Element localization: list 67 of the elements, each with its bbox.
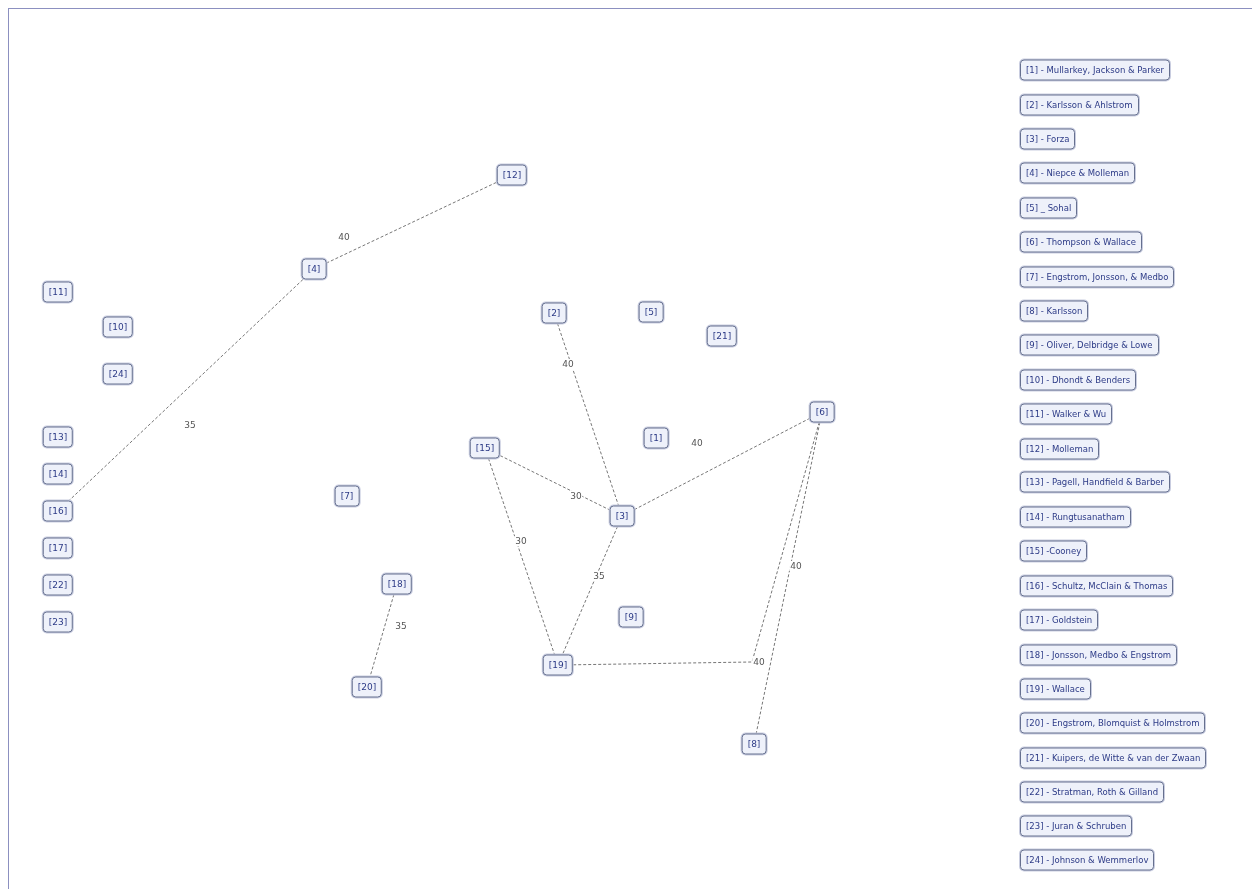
node-box: [23] (42, 611, 74, 633)
node-box: [12] (496, 164, 528, 186)
connector-line (562, 526, 618, 655)
node-box: [1] - Mullarkey, Jackson & Parker (1020, 59, 1171, 81)
node-box: [12] - Molleman (1020, 438, 1100, 460)
node-box: [4] - Niepce & Molleman (1020, 162, 1136, 184)
node-box: [14] - Rungtusanatham (1020, 506, 1131, 528)
node-box: [6] (809, 401, 835, 423)
edge-label: 40 (752, 657, 766, 667)
edge-label: 30 (569, 491, 583, 501)
node-box: [14] (42, 463, 74, 485)
connector-line (755, 422, 821, 734)
connector-line (499, 455, 611, 511)
node-box: [24] (102, 363, 134, 385)
node-box: [5] _ Sohal (1020, 197, 1078, 219)
node-box: [15] (469, 437, 501, 459)
node-box: [22] (42, 574, 74, 596)
node-box: [11] (42, 281, 74, 303)
node-box: [20] (351, 676, 383, 698)
node-box: [3] (609, 505, 635, 527)
connector-line (68, 279, 304, 501)
node-box: [10] (102, 316, 134, 338)
edge-label: 35 (394, 621, 408, 631)
node-box: [9] (618, 606, 644, 628)
node-box: [19] (542, 654, 574, 676)
node-box: [20] - Engstrom, Blomquist & Holmstrom (1020, 712, 1206, 734)
node-box: [6] - Thompson & Wallace (1020, 231, 1142, 253)
node-box: [5] (638, 301, 664, 323)
node-box: [16] (42, 500, 74, 522)
edge-label: 40 (789, 561, 803, 571)
connector-line (325, 181, 498, 264)
node-box: [1] (643, 427, 669, 449)
node-box: [21] - Kuipers, de Witte & van der Zwaan (1020, 747, 1207, 769)
node-box: [13] (42, 426, 74, 448)
node-box: [24] - Johnson & Wemmerlov (1020, 849, 1155, 871)
node-box: [21] (706, 325, 738, 347)
node-box: [13] - Pagell, Handfield & Barber (1020, 471, 1171, 493)
node-box: [8] (741, 733, 767, 755)
node-box: [10] - Dhondt & Benders (1020, 369, 1137, 391)
node-box: [22] - Stratman, Roth & Gilland (1020, 781, 1165, 803)
node-box: [7] - Engstrom, Jonsson, & Medbo (1020, 266, 1175, 288)
edge-label: 30 (514, 536, 528, 546)
connector-line (369, 594, 395, 677)
node-box: [18] (381, 573, 413, 595)
node-box: [9] - Oliver, Delbridge & Lowe (1020, 334, 1159, 356)
node-box: [2] (541, 302, 567, 324)
node-box: [17] (42, 537, 74, 559)
node-box: [4] (301, 258, 327, 280)
edge-label: 40 (690, 438, 704, 448)
node-box: [3] - Forza (1020, 128, 1076, 150)
node-box: [17] - Goldstein (1020, 609, 1099, 631)
edge-label: 35 (592, 571, 606, 581)
node-box: [2] - Karlsson & Ahlstrom (1020, 94, 1139, 116)
connector-line (633, 417, 811, 511)
node-box: [18] - Jonsson, Medbo & Engstrom (1020, 644, 1178, 666)
node-box: [19] - Wallace (1020, 678, 1091, 700)
edge-label: 35 (183, 420, 197, 430)
node-box: [7] (334, 485, 360, 507)
node-box: [11] - Walker & Wu (1020, 403, 1113, 425)
connector-line (572, 422, 820, 666)
edge-label: 40 (561, 359, 575, 369)
node-box: [8] - Karlsson (1020, 300, 1089, 322)
connector-line (557, 323, 619, 506)
edge-label: 40 (337, 232, 351, 242)
node-box: [23] - Juran & Schruben (1020, 815, 1133, 837)
node-box: [16] - Schultz, McClain & Thomas (1020, 575, 1174, 597)
node-box: [15] -Cooney (1020, 540, 1088, 562)
